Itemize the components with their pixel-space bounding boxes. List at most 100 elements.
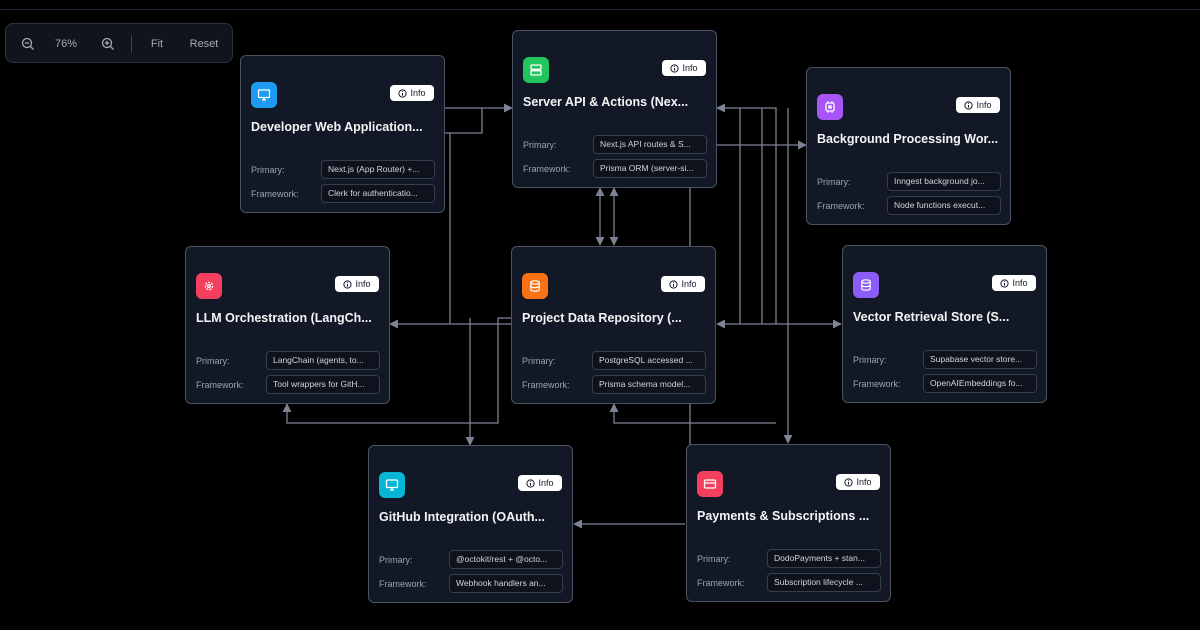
framework-value: OpenAIEmbeddings fo... xyxy=(923,374,1037,393)
framework-label: Framework: xyxy=(251,189,299,199)
node-title: Developer Web Application... xyxy=(251,120,423,134)
framework-value: Subscription lifecycle ... xyxy=(767,573,881,592)
primary-value: Inngest background jo... xyxy=(887,172,1001,191)
primary-label: Primary: xyxy=(817,177,851,187)
node-title: Payments & Subscriptions ... xyxy=(697,509,870,523)
database-icon xyxy=(528,279,542,293)
framework-value: Node functions execut... xyxy=(887,196,1001,215)
edge-repo-pay xyxy=(609,403,776,424)
zoom-in-icon xyxy=(101,37,114,50)
primary-label: Primary: xyxy=(379,555,413,565)
info-button[interactable]: Info xyxy=(335,276,379,292)
primary-label: Primary: xyxy=(522,356,556,366)
gear-icon xyxy=(202,279,216,293)
primary-label: Primary: xyxy=(523,140,557,150)
primary-label: Primary: xyxy=(251,165,285,175)
info-label: Info xyxy=(355,279,371,289)
info-button[interactable]: Info xyxy=(661,276,705,292)
info-label: Info xyxy=(856,477,872,487)
cpu-icon xyxy=(823,100,837,114)
info-label: Info xyxy=(976,100,992,110)
framework-label: Framework: xyxy=(697,578,745,588)
zoom-level: 76% xyxy=(54,38,78,50)
info-button[interactable]: Info xyxy=(992,275,1036,291)
monitor-icon xyxy=(257,88,271,102)
info-icon xyxy=(398,88,408,98)
info-icon xyxy=(670,63,680,73)
framework-label: Framework: xyxy=(196,380,244,390)
node-icon-badge xyxy=(379,472,405,498)
info-button[interactable]: Info xyxy=(662,60,706,76)
info-label: Info xyxy=(681,279,697,289)
zoom-out-icon xyxy=(21,37,34,50)
info-icon xyxy=(669,279,679,289)
framework-label: Framework: xyxy=(523,164,571,174)
node-icon-badge xyxy=(523,57,549,83)
framework-label: Framework: xyxy=(379,579,427,589)
framework-label: Framework: xyxy=(522,380,570,390)
node-title: Background Processing Wor... xyxy=(817,132,999,146)
node-icon-badge xyxy=(196,273,222,299)
framework-value: Tool wrappers for GitH... xyxy=(266,375,380,394)
edge-api-right xyxy=(716,103,777,324)
node-icon-badge xyxy=(697,471,723,497)
framework-label: Framework: xyxy=(817,201,865,211)
info-icon xyxy=(844,477,854,487)
framework-value: Prisma schema model... xyxy=(592,375,706,394)
zoom-in-button[interactable] xyxy=(94,24,122,64)
info-icon xyxy=(1000,278,1010,288)
node-icon-badge xyxy=(817,94,843,120)
node-title: Server API & Actions (Nex... xyxy=(523,95,689,109)
info-icon xyxy=(964,100,974,110)
framework-value: Prisma ORM (server-si... xyxy=(593,159,707,178)
info-label: Info xyxy=(538,478,554,488)
primary-value: @octokit/rest + @octo... xyxy=(449,550,563,569)
reset-button[interactable]: Reset xyxy=(189,38,219,50)
node-icon-badge xyxy=(853,272,879,298)
framework-value: Clerk for authenticatio... xyxy=(321,184,435,203)
framework-value: Webhook handlers an... xyxy=(449,574,563,593)
primary-value: DodoPayments + stan... xyxy=(767,549,881,568)
primary-value: Next.js API routes & S... xyxy=(593,135,707,154)
primary-label: Primary: xyxy=(853,355,887,365)
node-title: LLM Orchestration (LangCh... xyxy=(196,311,372,325)
edge-web-api xyxy=(445,103,513,134)
primary-label: Primary: xyxy=(196,356,230,366)
primary-value: Supabase vector store... xyxy=(923,350,1037,369)
monitor-icon xyxy=(385,478,399,492)
info-icon xyxy=(526,478,536,488)
primary-label: Primary: xyxy=(697,554,731,564)
zoom-out-button[interactable] xyxy=(14,24,42,64)
database-icon xyxy=(859,278,873,292)
node-icon-badge xyxy=(251,82,277,108)
toolbar-divider xyxy=(131,35,132,53)
info-label: Info xyxy=(410,88,426,98)
top-divider xyxy=(0,9,1200,10)
info-label: Info xyxy=(682,63,698,73)
primary-value: Next.js (App Router) +... xyxy=(321,160,435,179)
info-button[interactable]: Info xyxy=(956,97,1000,113)
info-icon xyxy=(343,279,353,289)
node-title: Vector Retrieval Store (S... xyxy=(853,310,1010,324)
primary-value: PostgreSQL accessed ... xyxy=(592,351,706,370)
info-button[interactable]: Info xyxy=(836,474,880,490)
server-icon xyxy=(529,63,543,77)
node-title: GitHub Integration (OAuth... xyxy=(379,510,545,524)
framework-label: Framework: xyxy=(853,379,901,389)
node-icon-badge xyxy=(522,273,548,299)
info-button[interactable]: Info xyxy=(390,85,434,101)
node-title: Project Data Repository (... xyxy=(522,311,682,325)
fit-button[interactable]: Fit xyxy=(150,38,164,50)
info-button[interactable]: Info xyxy=(518,475,562,491)
info-label: Info xyxy=(1012,278,1028,288)
credit-card-icon xyxy=(703,477,717,491)
primary-value: LangChain (agents, to... xyxy=(266,351,380,370)
